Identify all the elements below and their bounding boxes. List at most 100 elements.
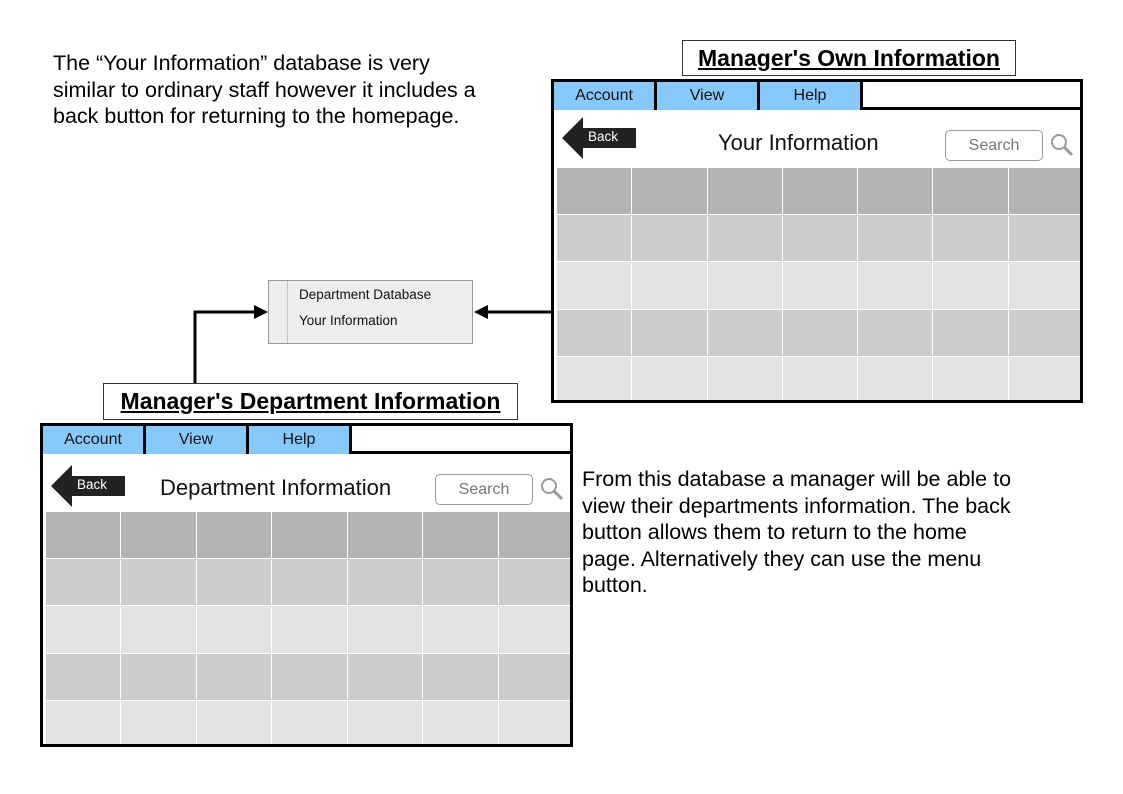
table-cell [632,168,707,215]
own-info-note: The “Your Information” database is very … [53,50,476,130]
arrowhead-right-icon [254,305,268,319]
search-icon[interactable] [539,476,565,502]
table-cell [498,606,570,653]
table-cell [707,168,782,215]
table-cell [782,262,858,309]
table-cell [121,653,196,700]
note-line: From this database a manager will be abl… [582,467,1012,491]
table-cell [498,653,570,700]
table-cell [347,606,423,653]
table-cell [272,606,347,653]
menu-help-button[interactable]: Help [249,426,352,454]
table-cell [707,356,782,400]
table-cell [498,512,570,559]
menu-view-button[interactable]: View [657,82,760,110]
table-cell [632,215,707,262]
table-cell [272,512,347,559]
left-arrow-icon [51,465,125,507]
table-cell [858,356,933,400]
dropdown-item-department-database[interactable]: Department Database [299,287,432,302]
department-info-menubar: Account View Help [43,426,570,454]
search-icon[interactable] [1049,132,1075,158]
note-line: view their departments information. The … [582,493,1011,518]
table-cell [196,700,272,744]
table-cell [707,215,782,262]
table-cell [933,262,1008,309]
table-cell [272,559,347,606]
table-cell [423,559,498,606]
note-line: back button for returning to the homepag… [53,104,460,128]
note-line: button allows them to return to the home [582,520,967,544]
search-input[interactable]: Search [945,130,1043,161]
window-title: Your Information [718,130,879,155]
table-cell [196,559,272,606]
search-input[interactable]: Search [435,474,533,505]
table-cell [782,309,858,356]
table-cell [557,215,632,262]
menu-account-button[interactable]: Account [43,426,146,454]
table-cell [933,356,1008,400]
department-info-table [46,512,570,744]
table-cell [46,559,121,606]
table-cell [557,262,632,309]
back-button[interactable]: Back [51,465,125,507]
table-cell [272,700,347,744]
table-cell [858,309,933,356]
table-cell [46,700,121,744]
dropdown-item-your-information[interactable]: Your Information [299,313,398,328]
left-arrow-icon [562,117,636,159]
table-cell [1008,309,1080,356]
table-cell [933,168,1008,215]
table-cell [46,512,121,559]
department-info-note: From this database a manager will be abl… [582,466,1011,599]
table-cell [347,559,423,606]
department-info-window: Account View Help Back Department Inform… [40,423,573,747]
table-cell [46,653,121,700]
table-cell [46,606,121,653]
table-cell [707,262,782,309]
department-info-heading: Manager's Department Information [103,383,518,420]
arrowhead-left-icon [474,305,488,319]
table-cell [121,700,196,744]
own-info-window: Account View Help Back Your Information … [551,79,1083,403]
own-info-menubar: Account View Help [554,82,1080,110]
note-line: page. Alternatively they can use the men… [582,546,982,571]
table-cell [632,356,707,400]
table-cell [347,512,423,559]
table-cell [782,168,858,215]
table-cell [423,700,498,744]
menu-help-button[interactable]: Help [760,82,863,110]
table-cell [121,559,196,606]
table-cell [498,700,570,744]
dropdown-icon-strip [269,281,288,343]
table-cell [423,606,498,653]
table-cell [196,653,272,700]
own-info-heading: Manager's Own Information [682,40,1016,76]
menu-view-button[interactable]: View [146,426,249,454]
table-cell [1008,215,1080,262]
note-line: similar to ordinary staff however it inc… [53,77,476,102]
table-cell [933,309,1008,356]
back-button[interactable]: Back [562,117,636,159]
back-label: Back [77,477,108,492]
table-cell [121,512,196,559]
navigation-dropdown: Department Database Your Information [268,280,473,344]
table-cell [858,262,933,309]
table-cell [498,559,570,606]
table-cell [858,168,933,215]
back-label: Back [588,129,619,144]
table-cell [1008,262,1080,309]
table-cell [858,215,933,262]
table-cell [196,606,272,653]
table-cell [272,653,347,700]
own-info-table [557,168,1080,400]
menu-account-button[interactable]: Account [554,82,657,110]
table-cell [557,309,632,356]
note-line: button. [582,573,648,597]
table-cell [196,512,272,559]
table-cell [632,309,707,356]
window-title: Department Information [160,475,392,500]
table-cell [121,606,196,653]
table-cell [933,215,1008,262]
table-cell [1008,356,1080,400]
